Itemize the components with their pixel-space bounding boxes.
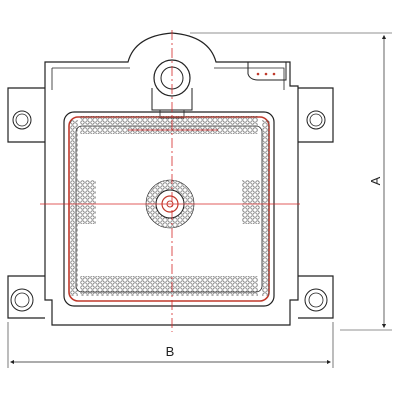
left-drainage-column <box>70 120 78 296</box>
right-drainage-cluster <box>242 180 260 224</box>
mounting-hole-top-right <box>306 110 326 130</box>
top-drainage-band <box>80 116 258 134</box>
left-lower-ear <box>7 275 45 319</box>
left-drainage-cluster <box>78 180 96 224</box>
left-upper-ear <box>7 87 45 143</box>
mounting-hole-top-left <box>12 110 32 130</box>
mounting-hole-bottom-left <box>10 288 34 312</box>
right-upper-ear <box>298 87 334 143</box>
dimension-a-label: A <box>368 176 383 185</box>
mounting-hole-bottom-right <box>304 288 328 312</box>
chamber-outer <box>63 111 275 307</box>
dimension-b-label: B <box>166 344 175 359</box>
right-lower-ear <box>298 275 334 319</box>
right-drainage-column <box>262 120 270 296</box>
plate-inner-step <box>51 67 285 90</box>
bottom-drainage-band <box>80 276 258 296</box>
dimension-b: B <box>7 322 334 368</box>
dimension-a: A <box>190 32 392 331</box>
plate-handle-tab <box>247 62 287 81</box>
plate-outline <box>44 32 299 326</box>
